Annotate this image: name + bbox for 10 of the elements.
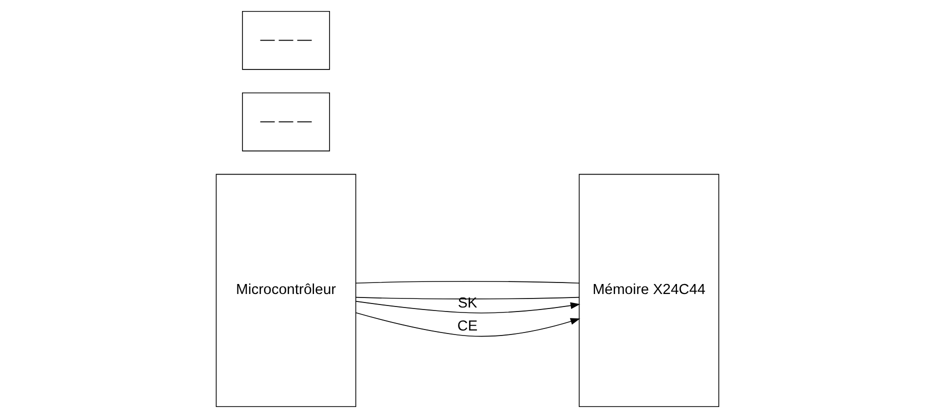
arrow bbox=[355, 312, 580, 337]
connector bbox=[354, 296, 579, 300]
node-box: — — — bbox=[242, 92, 330, 152]
arrow bbox=[355, 300, 580, 314]
node-box: Mémoire X24C44 bbox=[578, 174, 719, 408]
connector bbox=[354, 281, 579, 284]
node-box: — — — bbox=[242, 10, 330, 70]
edge-label: SK bbox=[457, 296, 477, 312]
node-box: Microcontrôleur bbox=[215, 174, 356, 408]
edge-label: CE bbox=[456, 318, 478, 334]
